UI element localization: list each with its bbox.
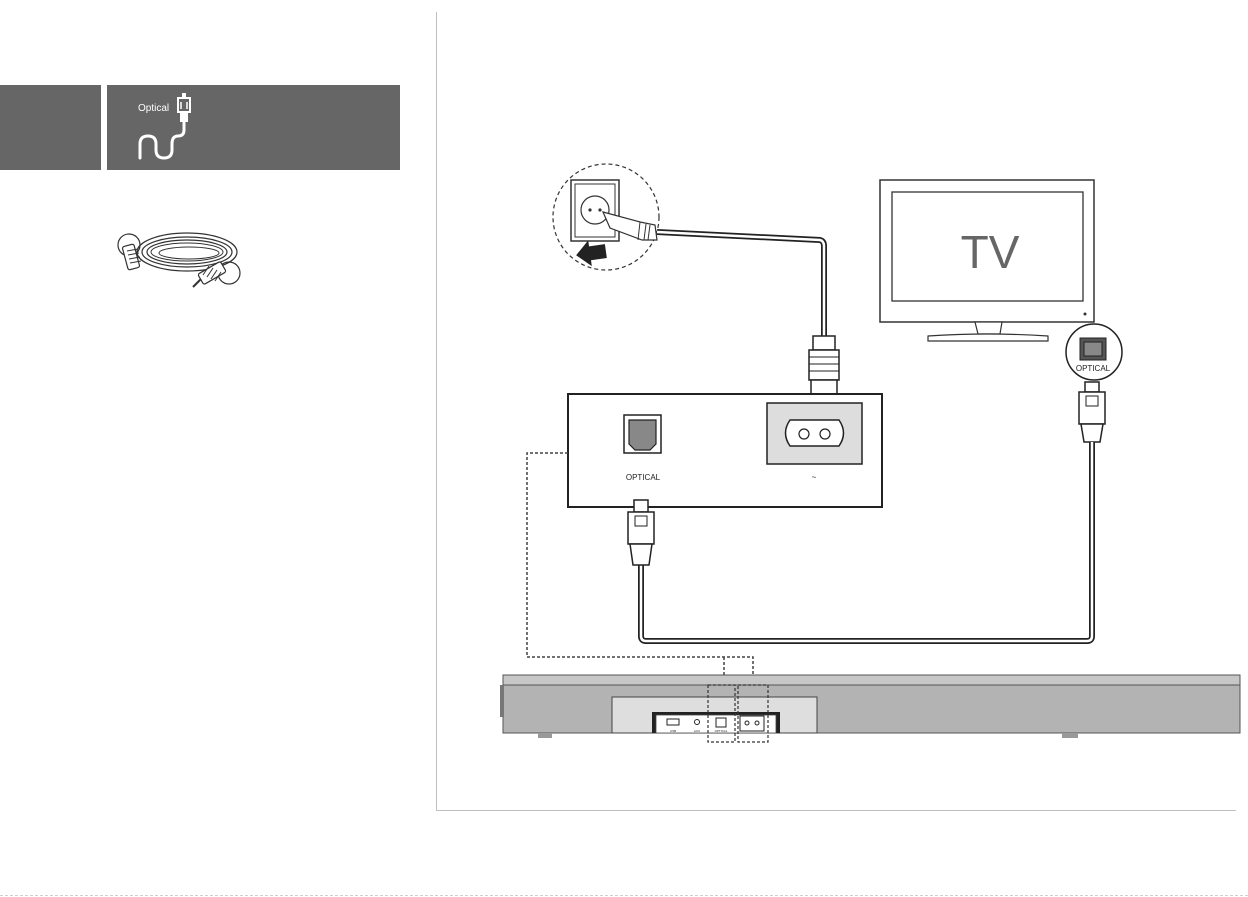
horizontal-divider xyxy=(436,810,1236,811)
soundbar xyxy=(500,675,1240,742)
header-tab-left xyxy=(0,85,101,170)
soundbar-aux-label: AUX xyxy=(694,729,700,733)
device-optical-label: OPTICAL xyxy=(626,473,661,482)
page-footer-line xyxy=(0,895,1248,896)
device-optical-plug xyxy=(628,500,654,565)
soundbar-optical-label: OPTICAL xyxy=(715,729,728,733)
tv-optical-port-label: OPTICAL xyxy=(1076,364,1111,373)
soundbar-usb-label: USB xyxy=(670,729,676,733)
optical-plug-icon xyxy=(130,92,200,164)
tv-optical-plug xyxy=(1079,382,1105,442)
connection-diagram: TV OPTICAL OPTICAL ~ xyxy=(436,12,1248,810)
device-power-label: ~ xyxy=(812,473,817,482)
device-back-panel xyxy=(568,394,882,507)
tv-label: TV xyxy=(961,226,1020,278)
optical-cable-illustration xyxy=(105,215,255,300)
